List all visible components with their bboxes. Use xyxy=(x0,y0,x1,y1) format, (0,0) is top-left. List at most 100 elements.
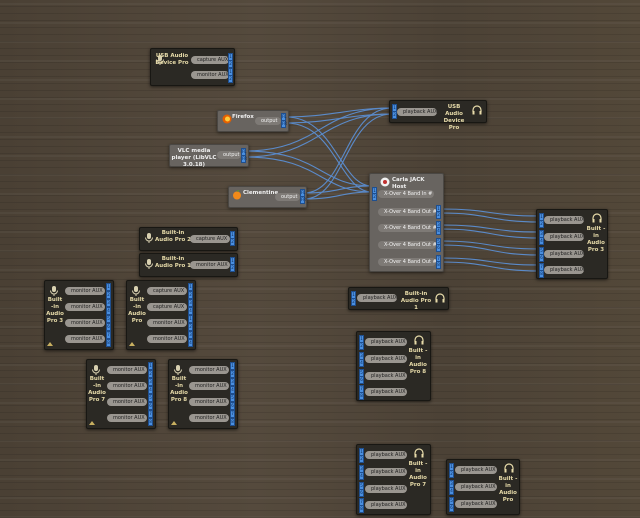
port-3[interactable]: 3 xyxy=(106,299,111,307)
capture-aux-port[interactable]: capture AUX xyxy=(191,56,229,64)
playback-aux-port[interactable]: playback AUX xyxy=(544,250,585,258)
port-2[interactable]: 2 xyxy=(392,111,397,119)
port-2[interactable]: 2 xyxy=(230,370,235,378)
resize-handle-icon[interactable] xyxy=(171,421,177,425)
port-6[interactable]: 6 xyxy=(449,504,454,512)
port-3[interactable]: 3 xyxy=(230,378,235,386)
built-in-audio-pro-7-playback-node[interactable]: 1 2 3 4 5 6 7 8 playback AUX playback AU… xyxy=(356,444,431,515)
built-in-audio-pro-playback-node[interactable]: 1 2 3 4 5 6 playback AUX playback AUX pl… xyxy=(446,459,520,515)
port-2[interactable]: 2 xyxy=(539,220,544,228)
port-8[interactable]: 8 xyxy=(106,339,111,347)
port-6[interactable]: 6 xyxy=(148,402,153,410)
port-7[interactable]: 7 xyxy=(106,331,111,339)
port-4[interactable]: 4 xyxy=(359,359,364,367)
built-in-audio-pro-7-monitor-node[interactable]: Built -in Audio Pro 7 monitor AUX monito… xyxy=(86,359,156,429)
built-in-audio-pro-3-playback-node[interactable]: 1 2 3 4 5 6 7 8 playback AUX playback AU… xyxy=(536,209,608,279)
port-2[interactable]: 2 xyxy=(228,60,233,68)
port-4[interactable]: 4 xyxy=(106,307,111,315)
port-7[interactable]: 7 xyxy=(148,410,153,418)
monitor-aux-port[interactable]: monitor AUX xyxy=(107,398,147,406)
resize-handle-icon[interactable] xyxy=(47,342,53,346)
port-8[interactable]: 8 xyxy=(436,261,441,269)
port-2[interactable]: 2 xyxy=(188,291,193,299)
port-2[interactable]: 2 xyxy=(372,193,377,201)
playback-aux-port[interactable]: playback AUX xyxy=(544,216,585,224)
output-port[interactable]: output xyxy=(275,193,300,201)
playback-aux-port[interactable]: playback AUX xyxy=(365,468,407,476)
port-8[interactable]: 4 xyxy=(188,339,193,347)
port-8[interactable]: 8 xyxy=(148,418,153,426)
playback-aux-port[interactable]: playback AUX xyxy=(544,266,585,274)
monitor-aux-port[interactable]: monitor AUX xyxy=(107,414,147,422)
port-2[interactable]: 2 xyxy=(230,264,235,272)
port-5[interactable]: 5 xyxy=(230,394,235,402)
port-4[interactable]: 4 xyxy=(188,307,193,315)
playback-aux-port[interactable]: playback AUX xyxy=(365,388,407,396)
port-5[interactable]: 1 xyxy=(188,315,193,323)
port-2[interactable]: 2 xyxy=(148,370,153,378)
port-6[interactable]: 6 xyxy=(539,254,544,262)
capture-aux-port[interactable]: capture AUX xyxy=(147,303,187,311)
built-in-audio-pro-capture-node[interactable]: Built -in Audio Pro capture AUX capture … xyxy=(126,280,196,350)
playback-aux-port[interactable]: playback AUX xyxy=(397,108,438,116)
playback-aux-port[interactable]: playback AUX xyxy=(544,233,585,241)
port-1[interactable]: 1 xyxy=(230,362,235,370)
output-port[interactable]: output xyxy=(217,151,241,159)
port-7[interactable]: 3 xyxy=(188,331,193,339)
port-4[interactable]: 4 xyxy=(230,386,235,394)
port-3[interactable]: 3 xyxy=(148,378,153,386)
built-in-audio-pro-3-monitor-node[interactable]: Built -in Audio Pro 3 monitor AUX monito… xyxy=(44,280,114,350)
playback-aux-port[interactable]: playback AUX xyxy=(365,355,407,363)
port-4[interactable]: 4 xyxy=(449,487,454,495)
port-5[interactable]: 5 xyxy=(148,394,153,402)
xover-out-port-3[interactable]: X-Over 4 Band Out # xyxy=(378,241,437,249)
monitor-aux-port[interactable]: monitor AUX xyxy=(190,261,230,269)
firefox-node[interactable]: Firefox output FL FR xyxy=(217,110,289,132)
monitor-aux-port[interactable]: monitor AUX xyxy=(65,319,105,327)
built-in-audio-pro-2-node[interactable]: Built-in Audio Pro 2 capture AUX 1 2 xyxy=(139,227,238,251)
port-4[interactable]: 4 xyxy=(436,227,441,235)
usb-audio-device-pro-node[interactable]: USB Audio Device Pro capture AUX 1 2 mon… xyxy=(150,48,235,86)
monitor-aux-port[interactable]: monitor AUX xyxy=(107,382,147,390)
playback-aux-port[interactable]: playback AUX xyxy=(365,338,407,346)
port-2[interactable]: 2 xyxy=(449,470,454,478)
port-2[interactable]: 2 xyxy=(359,455,364,463)
resize-handle-icon[interactable] xyxy=(89,421,95,425)
playback-aux-port[interactable]: playback AUX xyxy=(365,485,407,493)
port-2[interactable]: 2 xyxy=(106,291,111,299)
port-8[interactable]: 8 xyxy=(359,505,364,513)
port-3[interactable]: 3 xyxy=(188,299,193,307)
port-7[interactable]: 7 xyxy=(230,410,235,418)
playback-aux-port[interactable]: playback AUX xyxy=(357,294,398,302)
port-4[interactable]: 4 xyxy=(539,237,544,245)
port-6[interactable]: 6 xyxy=(436,244,441,252)
capture-aux-port[interactable]: capture AUX xyxy=(147,287,187,295)
monitor-aux-port[interactable]: monitor AUX xyxy=(191,71,229,79)
playback-aux-port[interactable]: playback AUX xyxy=(365,451,407,459)
monitor-aux-port[interactable]: monitor AUX xyxy=(189,414,229,422)
playback-aux-port[interactable]: playback AUX xyxy=(455,500,497,508)
playback-aux-port[interactable]: playback AUX xyxy=(455,466,497,474)
port-fr[interactable]: FR xyxy=(241,155,248,163)
port-4[interactable]: 2 xyxy=(228,75,233,83)
port-fr[interactable]: FR xyxy=(281,120,288,128)
capture-aux-port[interactable]: capture AUX xyxy=(190,235,230,243)
playback-aux-port[interactable]: playback AUX xyxy=(365,501,407,509)
port-2[interactable]: 2 xyxy=(351,298,356,306)
built-in-audio-pro-8-monitor-node[interactable]: Built -in Audio Pro 8 monitor AUX monito… xyxy=(168,359,238,429)
xover-in-port[interactable]: X-Over 4 Band In # xyxy=(378,190,434,198)
port-6[interactable]: 6 xyxy=(230,402,235,410)
monitor-aux-port[interactable]: monitor AUX xyxy=(189,366,229,374)
monitor-aux-port[interactable]: monitor AUX xyxy=(65,287,105,295)
monitor-aux-port[interactable]: monitor AUX xyxy=(189,398,229,406)
monitor-aux-port[interactable]: monitor AUX xyxy=(107,366,147,374)
output-port[interactable]: output xyxy=(255,117,281,125)
port-5[interactable]: 5 xyxy=(106,315,111,323)
vlc-node[interactable]: VLC media player (LibVLC 3.0.18) output … xyxy=(169,144,249,168)
port-1[interactable]: 1 xyxy=(148,362,153,370)
clementine-node[interactable]: Clementine output FL FR xyxy=(228,186,307,208)
monitor-aux-port[interactable]: monitor AUX xyxy=(65,303,105,311)
monitor-aux-port[interactable]: monitor AUX xyxy=(189,382,229,390)
port-1[interactable]: 1 xyxy=(106,283,111,291)
port-6[interactable]: 6 xyxy=(359,489,364,497)
